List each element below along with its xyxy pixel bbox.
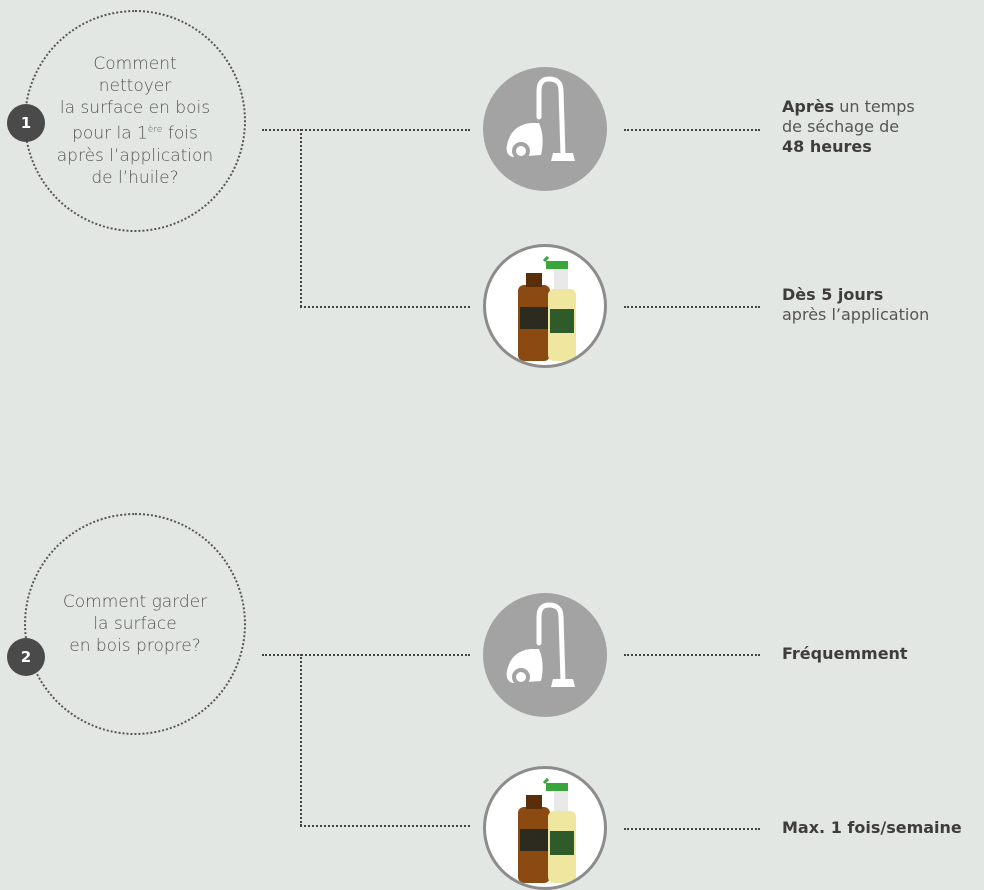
question-circle: Comment nettoyer la surface en bois pour… bbox=[24, 10, 246, 232]
question-section-1: Comment nettoyer la surface en bois pour… bbox=[0, 0, 984, 420]
question-line: nettoyer bbox=[98, 76, 172, 97]
question-line: pour la 1ère fois bbox=[72, 123, 198, 144]
connector-line bbox=[262, 654, 470, 656]
connector-line bbox=[624, 129, 760, 131]
question-line: la surface en bois bbox=[59, 98, 211, 119]
answer-text: Après un temps de séchage de 48 heures bbox=[782, 97, 915, 157]
question-line: Comment garder bbox=[62, 592, 208, 612]
cleaning-products-icon bbox=[483, 244, 607, 368]
step-number-badge: 2 bbox=[7, 638, 45, 676]
answer-line: après l’application bbox=[782, 305, 930, 324]
answer-text: Fréquemment bbox=[782, 644, 908, 664]
connector-line bbox=[624, 306, 760, 308]
connector-line bbox=[300, 306, 470, 308]
vacuum-cleaner-icon bbox=[483, 593, 607, 717]
answer-bold: Après bbox=[782, 97, 835, 116]
question-line: Comment bbox=[93, 54, 177, 75]
question-text: Comment nettoyer la surface en bois pour… bbox=[57, 53, 213, 189]
answer-bold: Dès 5 jours bbox=[782, 285, 884, 304]
answer-bold: Max. 1 fois/semaine bbox=[782, 818, 962, 837]
connector-line bbox=[624, 654, 760, 656]
question-text: Comment garder la surface en bois propre… bbox=[63, 591, 207, 657]
connector-line bbox=[624, 828, 760, 830]
answer-line: un temps bbox=[834, 97, 915, 116]
answer-text: Dès 5 jours après l’application bbox=[782, 285, 929, 325]
connector-line bbox=[300, 825, 470, 827]
question-line: après l’application bbox=[56, 145, 214, 166]
answer-bold: 48 heures bbox=[782, 137, 872, 156]
question-section-2: Comment garder la surface en bois propre… bbox=[0, 420, 984, 890]
answer-line: de séchage de bbox=[782, 117, 900, 136]
answer-text: Max. 1 fois/semaine bbox=[782, 818, 962, 838]
vacuum-cleaner-icon bbox=[483, 67, 607, 191]
question-line: la surface bbox=[93, 614, 177, 634]
question-line: de l’huile? bbox=[91, 167, 179, 188]
connector-line bbox=[300, 129, 302, 307]
question-circle: Comment garder la surface en bois propre… bbox=[24, 513, 246, 735]
step-number-badge: 1 bbox=[7, 104, 45, 142]
question-line: en bois propre? bbox=[69, 636, 201, 656]
connector-line bbox=[262, 129, 470, 131]
cleaning-products-icon bbox=[483, 766, 607, 890]
answer-bold: Fréquemment bbox=[782, 644, 908, 663]
connector-line bbox=[300, 654, 302, 826]
